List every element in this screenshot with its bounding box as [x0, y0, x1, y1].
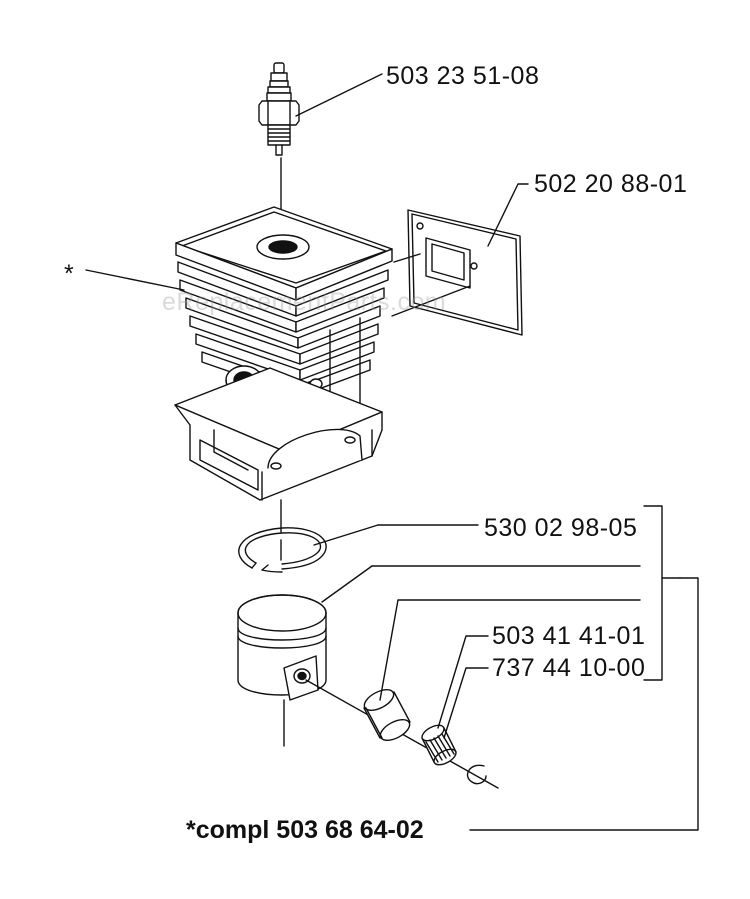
- label-complete-kit: *compl 503 68 64-02: [186, 816, 424, 844]
- leader-line: [313, 524, 379, 546]
- circlip: [466, 764, 487, 785]
- label-needle-bearing: 737 44 10-00: [492, 654, 646, 682]
- leader-line: [443, 667, 489, 739]
- label-piston-ring: 530 02 98-05: [484, 514, 638, 542]
- leader-line: [295, 73, 383, 117]
- leader-line: [487, 183, 529, 247]
- piston-pin: [363, 688, 411, 742]
- leader-line: [321, 565, 373, 603]
- gasket: [407, 209, 523, 336]
- label-piston-pin: 503 41 41-01: [492, 622, 646, 650]
- label-asterisk: *: [64, 260, 75, 288]
- label-spark-plug: 503 23 51-08: [386, 62, 540, 90]
- needle-bearing: [421, 724, 457, 766]
- leader-line: [391, 285, 471, 317]
- group-bracket: [469, 577, 699, 831]
- leader-line: [85, 269, 185, 291]
- leader-line: [437, 635, 489, 729]
- leader-line: [393, 253, 421, 263]
- watermark-text: eReplacementParts.com: [162, 288, 447, 316]
- cylinder: [174, 206, 393, 501]
- spark-plug: [258, 62, 300, 156]
- leader-line: [379, 599, 641, 701]
- piston: [237, 594, 327, 701]
- label-gasket: 502 20 88-01: [534, 170, 688, 198]
- group-bracket: [643, 505, 663, 681]
- piston-ring: [238, 527, 327, 573]
